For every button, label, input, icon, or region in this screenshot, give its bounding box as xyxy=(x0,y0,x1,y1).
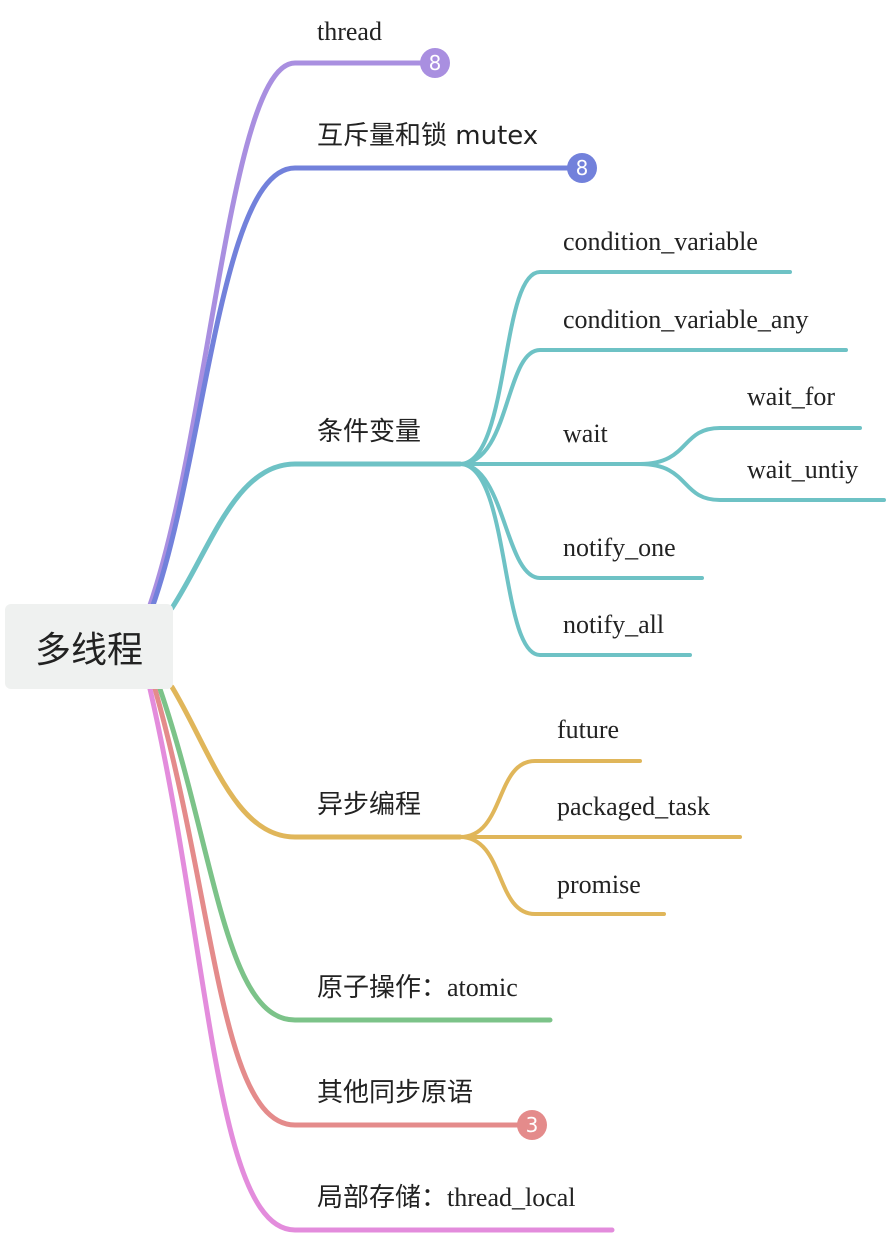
node-notify-one[interactable]: notify_one xyxy=(563,533,676,562)
atomic-label-cjk: 原子操作： xyxy=(317,973,448,1003)
node-condition-variables[interactable]: 条件变量 xyxy=(317,417,422,447)
link-notify-all xyxy=(458,462,692,657)
node-future[interactable]: future xyxy=(557,715,620,744)
node-packaged-task[interactable]: packaged_task xyxy=(557,792,711,821)
link-promise xyxy=(458,835,666,916)
node-async-programming[interactable]: 异步编程 xyxy=(317,790,422,820)
node-wait[interactable]: wait xyxy=(563,419,608,448)
node-thread-local[interactable]: 局部存储：thread_local xyxy=(317,1182,576,1214)
link-async xyxy=(169,684,463,840)
root-node[interactable]: 多线程 xyxy=(5,604,173,689)
link-wait-for xyxy=(638,426,862,466)
collapse-badge-sync[interactable]: 3 xyxy=(517,1110,547,1140)
node-wait-untiy[interactable]: wait_untiy xyxy=(747,455,859,484)
local-label-cjk: 局部存储： xyxy=(317,1183,448,1213)
local-label-latin: thread_local xyxy=(447,1183,576,1212)
node-thread[interactable]: thread xyxy=(317,17,382,46)
node-atomic[interactable]: 原子操作：atomic xyxy=(317,972,518,1004)
atomic-label-latin: atomic xyxy=(447,973,518,1002)
link-sync xyxy=(152,686,533,1128)
collapse-badge-thread[interactable]: 8 xyxy=(420,48,450,78)
node-other-sync-primitives[interactable]: 其他同步原语 xyxy=(317,1078,474,1108)
link-local xyxy=(147,686,615,1233)
node-promise[interactable]: promise xyxy=(557,870,641,899)
link-mutex xyxy=(149,165,583,611)
link-condition xyxy=(169,461,463,611)
link-thread xyxy=(147,60,433,608)
link-atomic xyxy=(157,686,553,1023)
collapse-badge-mutex[interactable]: 8 xyxy=(567,153,597,183)
link-condition-variable-any xyxy=(458,348,848,466)
node-notify-all[interactable]: notify_all xyxy=(563,610,665,639)
link-condition-variable xyxy=(458,270,792,466)
root-label: 多线程 xyxy=(34,629,143,671)
node-mutex[interactable]: 互斥量和锁 mutex xyxy=(317,121,539,151)
node-condition-variable[interactable]: condition_variable xyxy=(563,227,758,256)
link-future xyxy=(458,759,642,839)
node-condition-variable-any[interactable]: condition_variable_any xyxy=(563,305,809,334)
node-wait-for[interactable]: wait_for xyxy=(747,382,836,411)
link-wait-untiy xyxy=(638,462,886,502)
